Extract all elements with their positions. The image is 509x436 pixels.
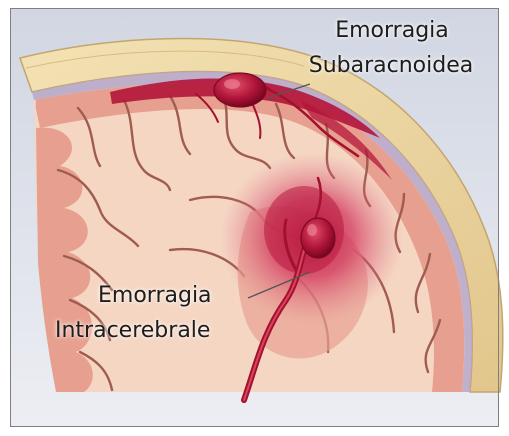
intracerebral-label-line2: Intracerebrale [55, 318, 255, 343]
subarachnoid-aneurysm [214, 73, 266, 107]
intracerebral-aneurysm [301, 218, 335, 258]
intracerebral-label-line1: Emorragia [98, 283, 240, 308]
subarachnoid-label-line1: Emorragia [306, 18, 478, 43]
subarachnoid-label-line2: Subaracnoidea [281, 53, 501, 78]
